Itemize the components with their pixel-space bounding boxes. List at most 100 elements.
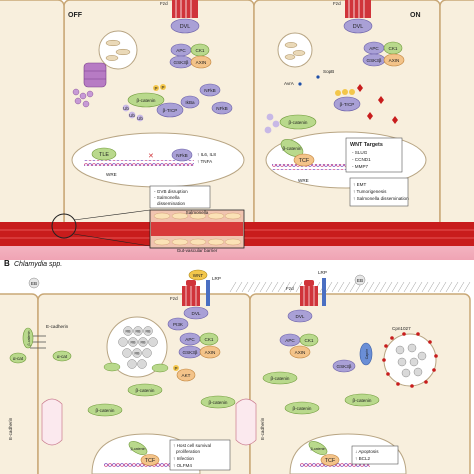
ck1-label-on: CK1 <box>389 46 398 51</box>
fzd-receptor-b-right <box>300 280 318 306</box>
alpha-catenin-b-left <box>52 350 72 362</box>
caprin-label: Caprin <box>365 349 369 360</box>
junction-ladder-left <box>41 398 63 446</box>
dvl-on <box>343 18 373 34</box>
tcf-label-b-left: TCF <box>145 458 156 464</box>
fzd-label-b-right: Fzd <box>286 286 294 291</box>
apc-label-b-left: APC <box>185 337 195 342</box>
wnt-target-item: - MMP7 <box>352 164 369 169</box>
dvl-label-b-right: DVL <box>296 314 305 319</box>
b-partial-left-cell <box>0 293 39 474</box>
gsk3b-label-b-right: GSK3β <box>337 364 352 369</box>
wnt-label: WNT <box>193 273 204 278</box>
wnt-target-item: - CCND1 <box>352 157 371 162</box>
beta-catenin-cyto-right <box>284 401 320 415</box>
svg-text:RB: RB <box>135 352 141 356</box>
degraded-fragments <box>72 88 94 108</box>
proteasome-icon <box>83 62 107 88</box>
lrp-label-b-right: LRP <box>318 270 327 275</box>
pi3k <box>167 317 189 331</box>
tcf-b-left <box>140 454 160 466</box>
dna-strand-off <box>84 160 194 166</box>
svg-text:RB: RB <box>146 330 152 334</box>
dvl-off <box>170 18 200 34</box>
panel-b-letter: B <box>4 259 10 268</box>
gsk3b-b-right <box>332 359 356 373</box>
alpha-catenin-label-b-left: α-cat <box>57 354 68 359</box>
dna-strand-on <box>272 164 362 170</box>
outcome-item-b-left: ↑ Infection <box>173 456 194 461</box>
fzd-label-b-left: Fzd <box>170 296 178 301</box>
outcome-item-b-right: ↓ Apoptosis <box>355 449 379 454</box>
sopb-label: SopB <box>323 69 334 74</box>
gvb-note-line: - GVB disruption <box>154 189 188 194</box>
nuc-beta-catenin-label-b-right: β-catenin <box>311 447 326 451</box>
svg-text:RB: RB <box>141 341 147 345</box>
ikba-label-off: IkBa <box>185 100 195 105</box>
red-effectors <box>357 84 398 124</box>
beta-catenin-cyto-label: β-catenin <box>209 400 228 405</box>
ck1-label-off: CK1 <box>196 48 205 53</box>
rb-labels-left: RB RB RB RB RB RB <box>126 330 152 356</box>
panel-b-title: Chlamydia spp. <box>14 261 62 268</box>
beta-trcp-label-on: β-TrCP <box>340 102 355 107</box>
beta-catenin-cyto-left <box>87 403 123 417</box>
outcome-box-on <box>349 177 409 207</box>
e-cadherin-label-b: E-cadherin <box>46 324 69 329</box>
ikba-off <box>180 95 200 109</box>
salmonella-vesicle-on <box>277 32 313 68</box>
beta-catenin-cyto-label-right: β-catenin <box>353 398 372 403</box>
fzd-receptor-b-left <box>182 280 200 306</box>
inset-bottom-label: Gut-vascular barrier <box>177 248 218 253</box>
outcome-item: ↑ Salmonella dissemination <box>353 196 409 201</box>
wnt-ligand <box>188 269 208 281</box>
bacterium <box>284 42 298 48</box>
beta-catenin-cyto-label: β-catenin <box>136 388 155 393</box>
e-cadherin-label-b-right: E-cadherin <box>260 417 265 440</box>
nfkb-label-off-2: NFkB <box>216 106 227 111</box>
dvl-label-off: DVL <box>180 24 191 30</box>
axin-label-b-right: AXIN <box>295 350 306 355</box>
panel-b: B Chlamydia spp. EB Fzd WNT LRP DVL <box>0 259 474 474</box>
gsk3b-label-on: GSK3β <box>367 58 382 63</box>
tcf-label-b-right: TCF <box>325 458 336 464</box>
outcome-box-b-right <box>351 445 399 465</box>
apc-label-b-right: APC <box>285 338 295 343</box>
beta-catenin-cyto-label-right: β-catenin <box>271 376 290 381</box>
junction-ladder-mid <box>235 398 257 446</box>
beta-catenin-on <box>279 114 317 130</box>
svg-text:P: P <box>161 85 164 90</box>
axin-b-right <box>289 345 311 359</box>
dna-strand-b-left <box>104 462 174 468</box>
nuc-beta-catenin-label-b-left: β-catenin <box>131 447 146 451</box>
state-off-label: OFF <box>68 12 83 19</box>
dvl-label-on: DVL <box>353 24 364 30</box>
outcome-box-b-left <box>169 439 231 471</box>
eb-label-right: EB <box>357 278 363 283</box>
fzd-receptor-on <box>345 0 371 18</box>
wnt-targets-box <box>345 137 403 173</box>
svg-text:RB: RB <box>126 330 132 334</box>
apc-label-on: APC <box>369 46 379 51</box>
panel-a: OFF ON Fzd DVL APC CK1 GSK3β AXIN <box>0 0 474 260</box>
nfkb-nucleus-label: NFkB <box>176 153 187 158</box>
nuc-beta-catenin-label-on: β-catenin <box>283 146 302 151</box>
dna-strand-b-right <box>300 462 370 468</box>
lrp-receptor-b-left <box>206 280 210 306</box>
ub-markers-on <box>264 113 280 134</box>
beta-catenin-label-off: β-catenin <box>137 98 156 103</box>
avra-label: AvrA <box>284 81 295 86</box>
akt <box>176 368 196 382</box>
beta-catenin-cyto-right <box>344 393 380 407</box>
apc-label-off: APC <box>176 48 186 53</box>
beta-catenin-cyto-right <box>262 371 298 385</box>
p-label-akt: P <box>174 366 177 371</box>
rb-bodies-left <box>118 326 158 369</box>
axin-label-b-left: AXIN <box>205 350 216 355</box>
zoom-line <box>73 233 151 247</box>
lrp-receptor-b-right <box>322 278 326 306</box>
e-cadherin-vertical-label: E-cadherin <box>8 417 13 440</box>
outcome-item-b-right: ↑ BCL2 <box>355 456 371 461</box>
ck1-label-b-left: CK1 <box>205 337 214 342</box>
